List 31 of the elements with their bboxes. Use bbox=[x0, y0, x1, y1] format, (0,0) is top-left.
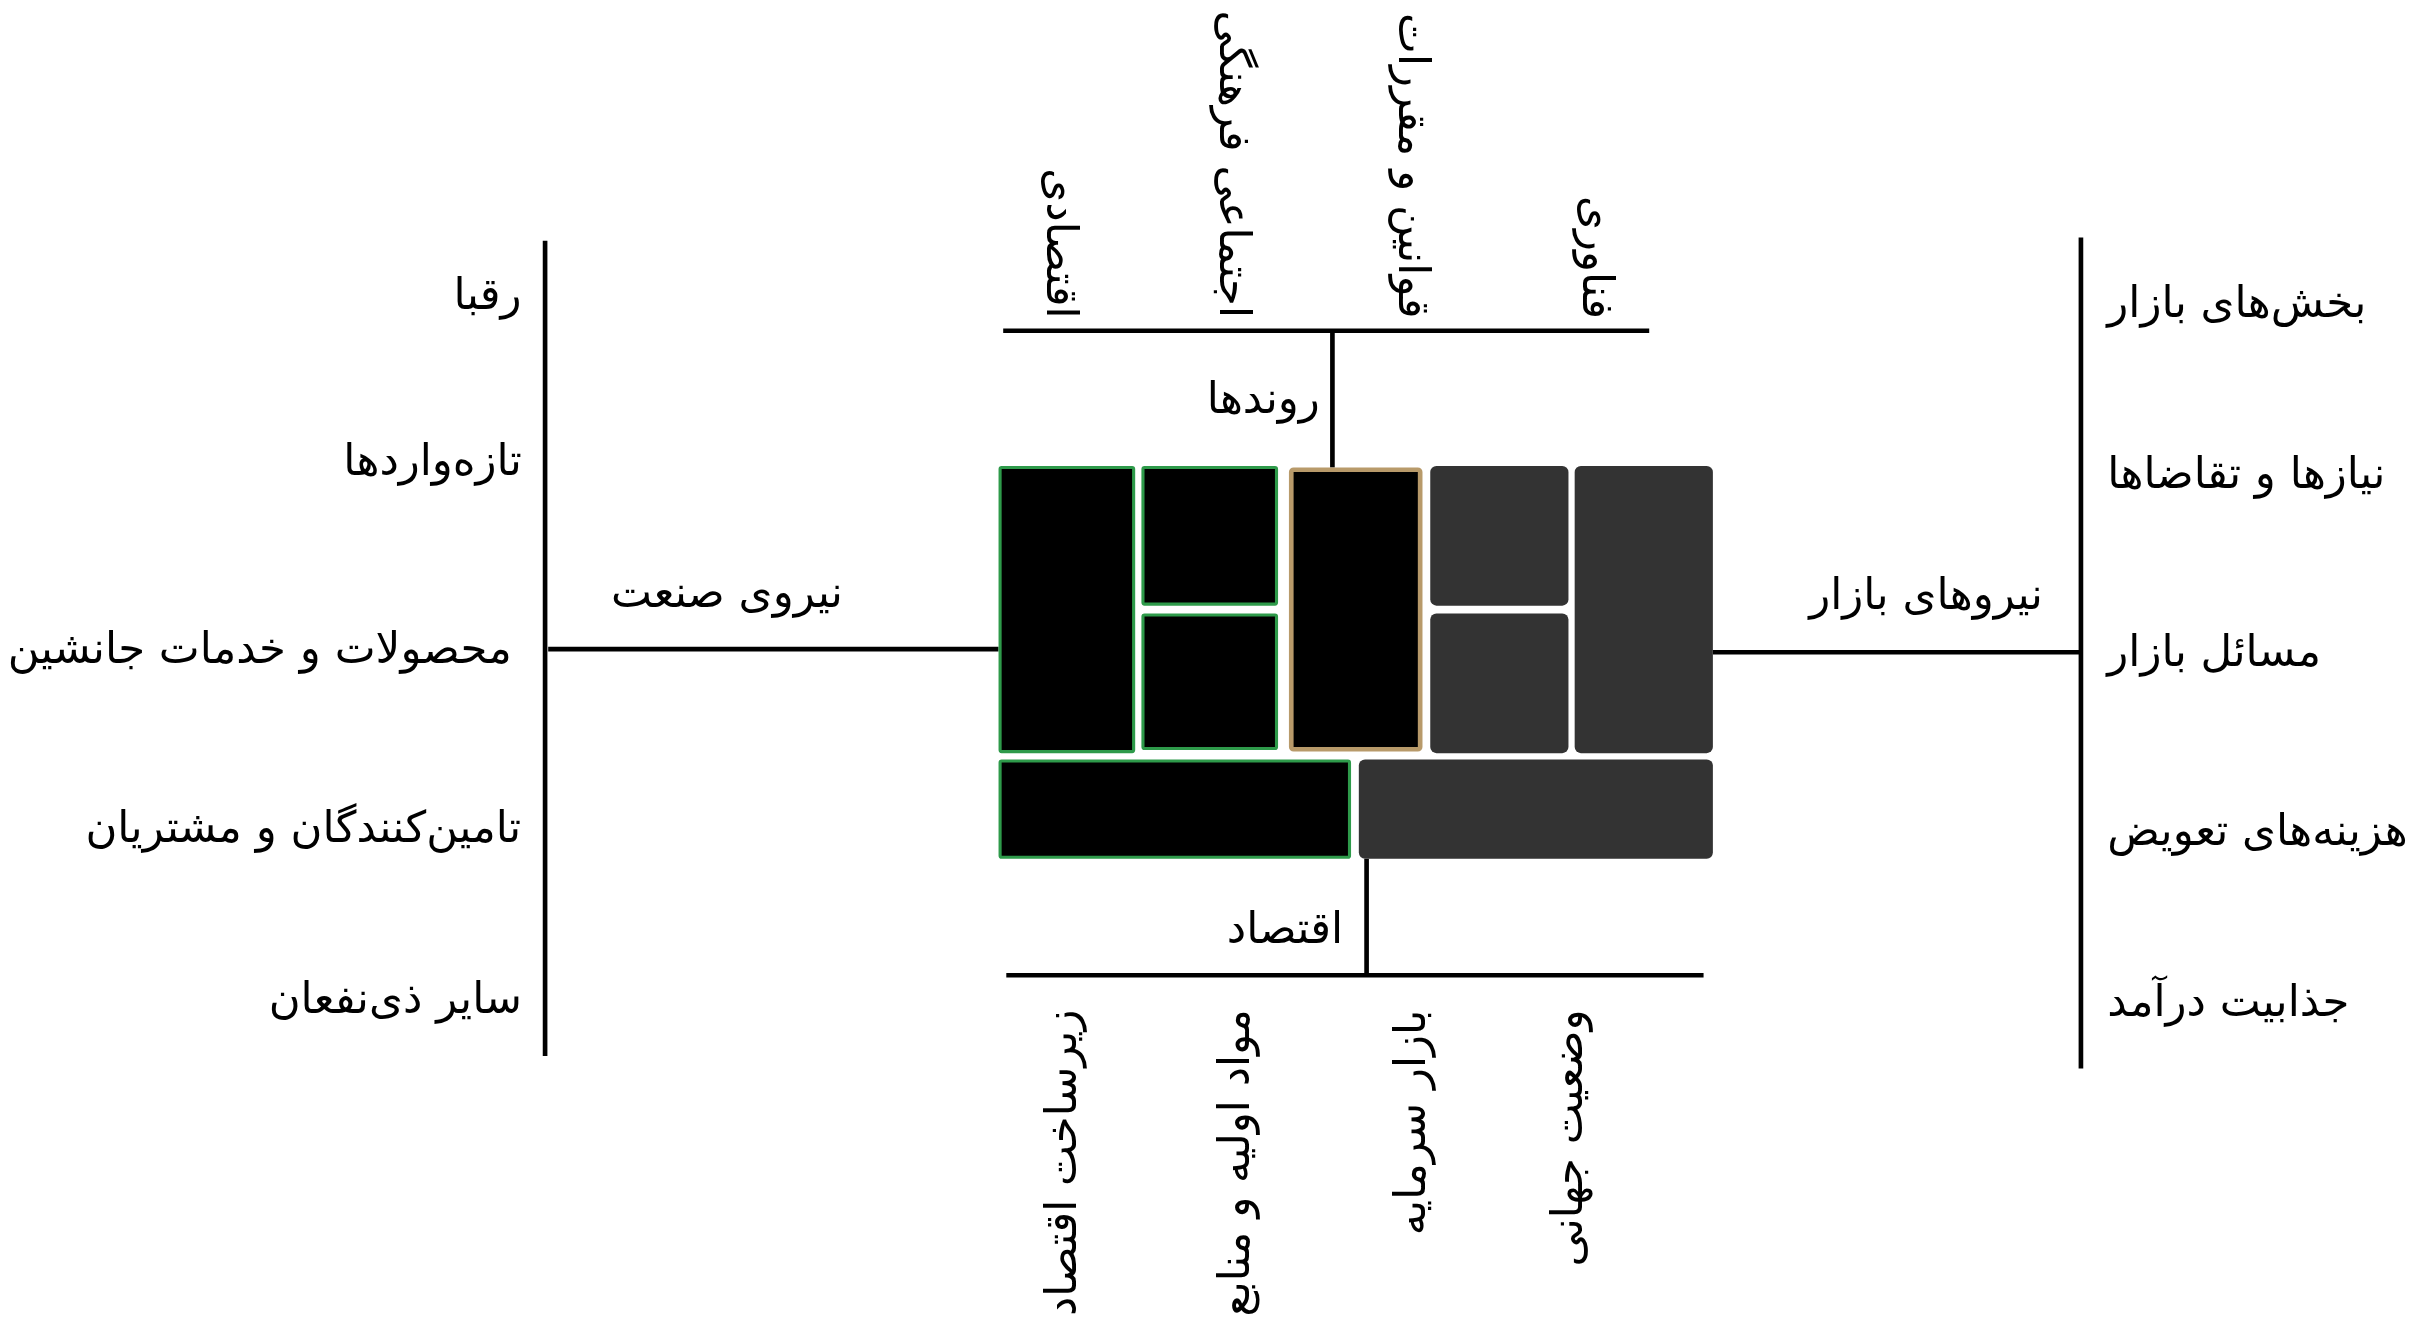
canvas-block bbox=[1430, 613, 1569, 754]
item-label: مواد اولیه و منابع bbox=[1208, 1009, 1261, 1317]
item-label: هزینه‌های تعویض bbox=[2107, 804, 2408, 857]
item-label: فناوری bbox=[1570, 195, 1623, 319]
item-label: جذابیت درآمد bbox=[2107, 975, 2350, 1028]
item-label: سایر ذی‌نفعان bbox=[268, 972, 522, 1025]
connector-line bbox=[1364, 858, 1369, 976]
connector-line bbox=[548, 646, 999, 652]
canvas-block bbox=[1141, 465, 1279, 606]
canvas-block bbox=[1141, 613, 1279, 751]
item-label: تازه‌واردها bbox=[343, 434, 522, 487]
item-label: بازار سرمایه bbox=[1384, 1008, 1437, 1235]
connector-line bbox=[1330, 330, 1335, 468]
connector-line bbox=[1712, 649, 2081, 655]
canvas-block bbox=[998, 759, 1352, 859]
item-label: نیازها و تقاضاها bbox=[2107, 447, 2386, 500]
item-label: رقبا bbox=[453, 268, 522, 321]
item-label: زیرساخت اقتصاد bbox=[1034, 1008, 1087, 1316]
item-label: محصولات و خدمات جانشین bbox=[7, 622, 512, 675]
item-label: بخش‌های بازار bbox=[2107, 276, 2367, 329]
canvas-block bbox=[1358, 759, 1713, 859]
item-label: مسائل بازار bbox=[2107, 625, 2321, 678]
canvas-block bbox=[1288, 467, 1423, 752]
canvas-block bbox=[1574, 465, 1713, 754]
item-label: اقتصادی bbox=[1034, 167, 1087, 318]
item-label: تامین‌کنندگان و مشتریان bbox=[85, 801, 522, 854]
item-label: اجتماعی فرهنگی bbox=[1208, 10, 1261, 319]
item-label: قوانین و مقررات bbox=[1386, 12, 1440, 318]
item-label: وضعیت جهانی bbox=[1542, 1009, 1595, 1267]
canvas-block bbox=[1430, 465, 1569, 606]
canvas-block bbox=[998, 465, 1136, 754]
